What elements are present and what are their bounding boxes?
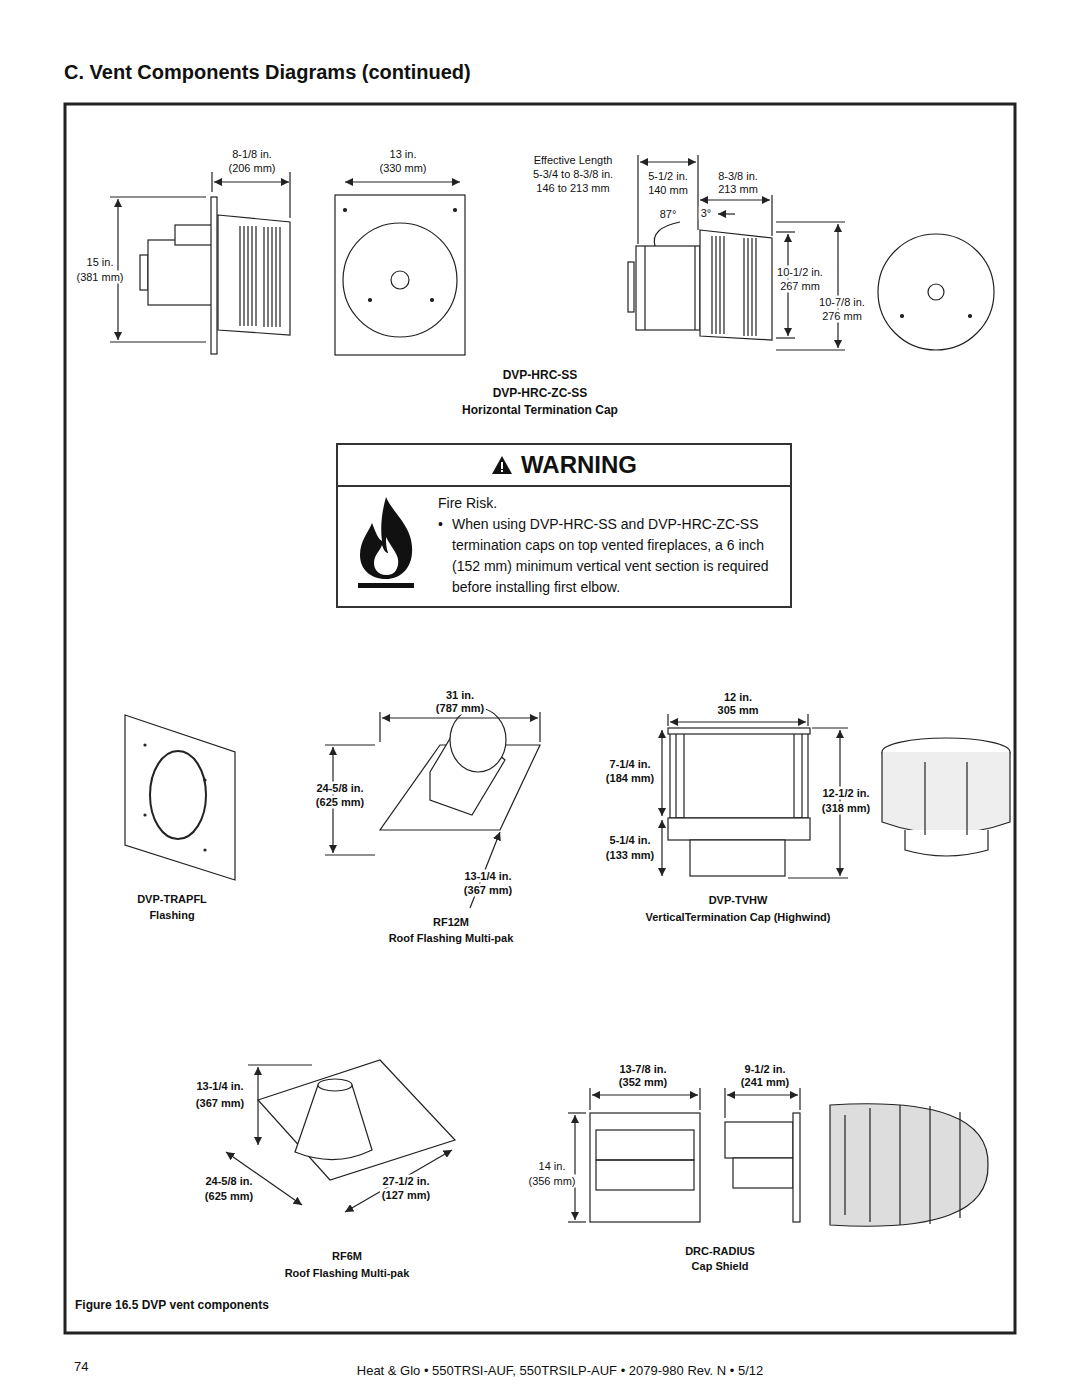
- dimension-label: (356 mm): [526, 1175, 577, 1188]
- dimension-label: 15 in.: [85, 256, 116, 269]
- hrc-zc-side-view: [628, 155, 994, 350]
- dimension-label: (133 mm): [604, 849, 656, 862]
- warning-heading: WARNING: [521, 451, 637, 479]
- dimension-label: 8-1/8 in.: [230, 148, 274, 161]
- dimension-label: 24-5/8 in.: [203, 1175, 254, 1188]
- rf6m-flashing: [226, 1060, 455, 1212]
- warning-row: Fire Risk.: [438, 493, 782, 514]
- warning-triangle-icon: [491, 455, 513, 475]
- dimension-label: 13-1/4 in.: [462, 870, 513, 883]
- warning-subject: Fire Risk.: [438, 493, 497, 514]
- dimension-label: DRC-RADIUS: [683, 1245, 757, 1258]
- dimension-label: (127 mm): [380, 1189, 432, 1202]
- dimension-label: 5-1/2 in.: [646, 170, 690, 183]
- dimension-label: DVP-TRAPFL: [135, 893, 209, 906]
- dimension-label: (184 mm): [604, 772, 656, 785]
- fire-icon: [346, 493, 426, 593]
- dimension-label: 13 in.: [388, 148, 419, 161]
- warning-header: WARNING: [338, 445, 790, 487]
- dimension-label: Roof Flashing Multi-pak: [283, 1267, 412, 1280]
- dimension-label: 3°: [699, 207, 714, 220]
- trapfl-flashing: [125, 715, 235, 880]
- dimension-label: (206 mm): [226, 162, 277, 175]
- dimension-label: 267 mm: [778, 280, 822, 293]
- dimension-label: DVP-HRC-ZC-SS: [491, 386, 590, 400]
- hrc-front-view: [335, 182, 465, 355]
- dimension-label: Flashing: [147, 909, 196, 922]
- dimension-label: Roof Flashing Multi-pak: [387, 932, 516, 945]
- dimension-label: RF12M: [431, 916, 471, 929]
- bullet-mark: •: [438, 514, 452, 598]
- dimension-label: Cap Shield: [690, 1260, 751, 1273]
- dimension-label: 10-1/2 in.: [775, 266, 825, 279]
- dimension-label: (787 mm): [434, 702, 486, 715]
- dimension-label: (330 mm): [377, 162, 428, 175]
- dimension-label: (367 mm): [462, 884, 514, 897]
- dimension-label: 12 in.: [722, 691, 754, 704]
- warning-instruction: When using DVP-HRC-SS and DVP-HRC-ZC-SS …: [452, 514, 782, 598]
- hrc-side-view: [110, 172, 290, 354]
- figure-frame: [65, 104, 1015, 1333]
- page-title: C. Vent Components Diagrams (continued): [62, 60, 473, 84]
- dimension-label: Effective Length: [532, 154, 615, 167]
- dimension-label: DVP-HRC-SS: [501, 368, 580, 382]
- warning-body: Fire Risk.•When using DVP-HRC-SS and DVP…: [338, 487, 790, 606]
- dimension-label: (241 mm): [739, 1076, 791, 1089]
- dimension-label: (367 mm): [194, 1097, 246, 1110]
- dimension-label: 9-1/2 in.: [743, 1063, 788, 1076]
- dimension-label: 12-1/2 in.: [820, 787, 871, 800]
- warning-text: Fire Risk.•When using DVP-HRC-SS and DVP…: [438, 493, 782, 598]
- tvhw-cap: [662, 714, 1010, 878]
- dimension-label: (352 mm): [617, 1076, 669, 1089]
- dimension-label: VerticalTermination Cap (Highwind): [644, 911, 833, 924]
- page-footer: 74: [72, 1359, 90, 1374]
- dimension-label: 276 mm: [820, 310, 864, 323]
- page-footer: Heat & Glo • 550TRSI-AUF, 550TRSILP-AUF …: [355, 1363, 765, 1378]
- dimension-label: 13-7/8 in.: [617, 1063, 668, 1076]
- dimension-label: 8-3/8 in.: [716, 170, 760, 183]
- dimension-label: 140 mm: [646, 184, 690, 197]
- drc-radius-shield: [568, 1088, 988, 1226]
- warning-box: WARNING Fire Risk.•When using DVP-HRC-SS …: [336, 443, 792, 608]
- dimension-label: 31 in.: [444, 689, 476, 702]
- dimension-label: DVP-TVHW: [707, 894, 770, 907]
- figure-caption: Figure 16.5 DVP vent components: [73, 1298, 271, 1312]
- dimension-label: 27-1/2 in.: [380, 1175, 431, 1188]
- dimension-label: 213 mm: [716, 183, 760, 196]
- dimension-label: (318 mm): [820, 802, 872, 815]
- dimension-label: 7-1/4 in.: [608, 758, 653, 771]
- warning-row: •When using DVP-HRC-SS and DVP-HRC-ZC-SS…: [438, 514, 782, 598]
- dimension-label: 146 to 213 mm: [534, 182, 611, 195]
- dimension-label: RF6M: [330, 1250, 364, 1263]
- dimension-label: Horizontal Termination Cap: [460, 403, 620, 417]
- dimension-label: 5-3/4 to 8-3/8 in.: [531, 168, 615, 181]
- dimension-label: (625 mm): [314, 796, 366, 809]
- dimension-label: 5-1/4 in.: [608, 834, 653, 847]
- dimension-label: 10-7/8 in.: [817, 296, 867, 309]
- dimension-label: (381 mm): [74, 271, 125, 284]
- dimension-label: 24-5/8 in.: [314, 782, 365, 795]
- dimension-label: (625 mm): [203, 1190, 255, 1203]
- dimension-label: 14 in.: [537, 1160, 568, 1173]
- dimension-label: 87°: [658, 208, 679, 221]
- dimension-label: 305 mm: [716, 704, 761, 717]
- dimension-label: 13-1/4 in.: [194, 1080, 245, 1093]
